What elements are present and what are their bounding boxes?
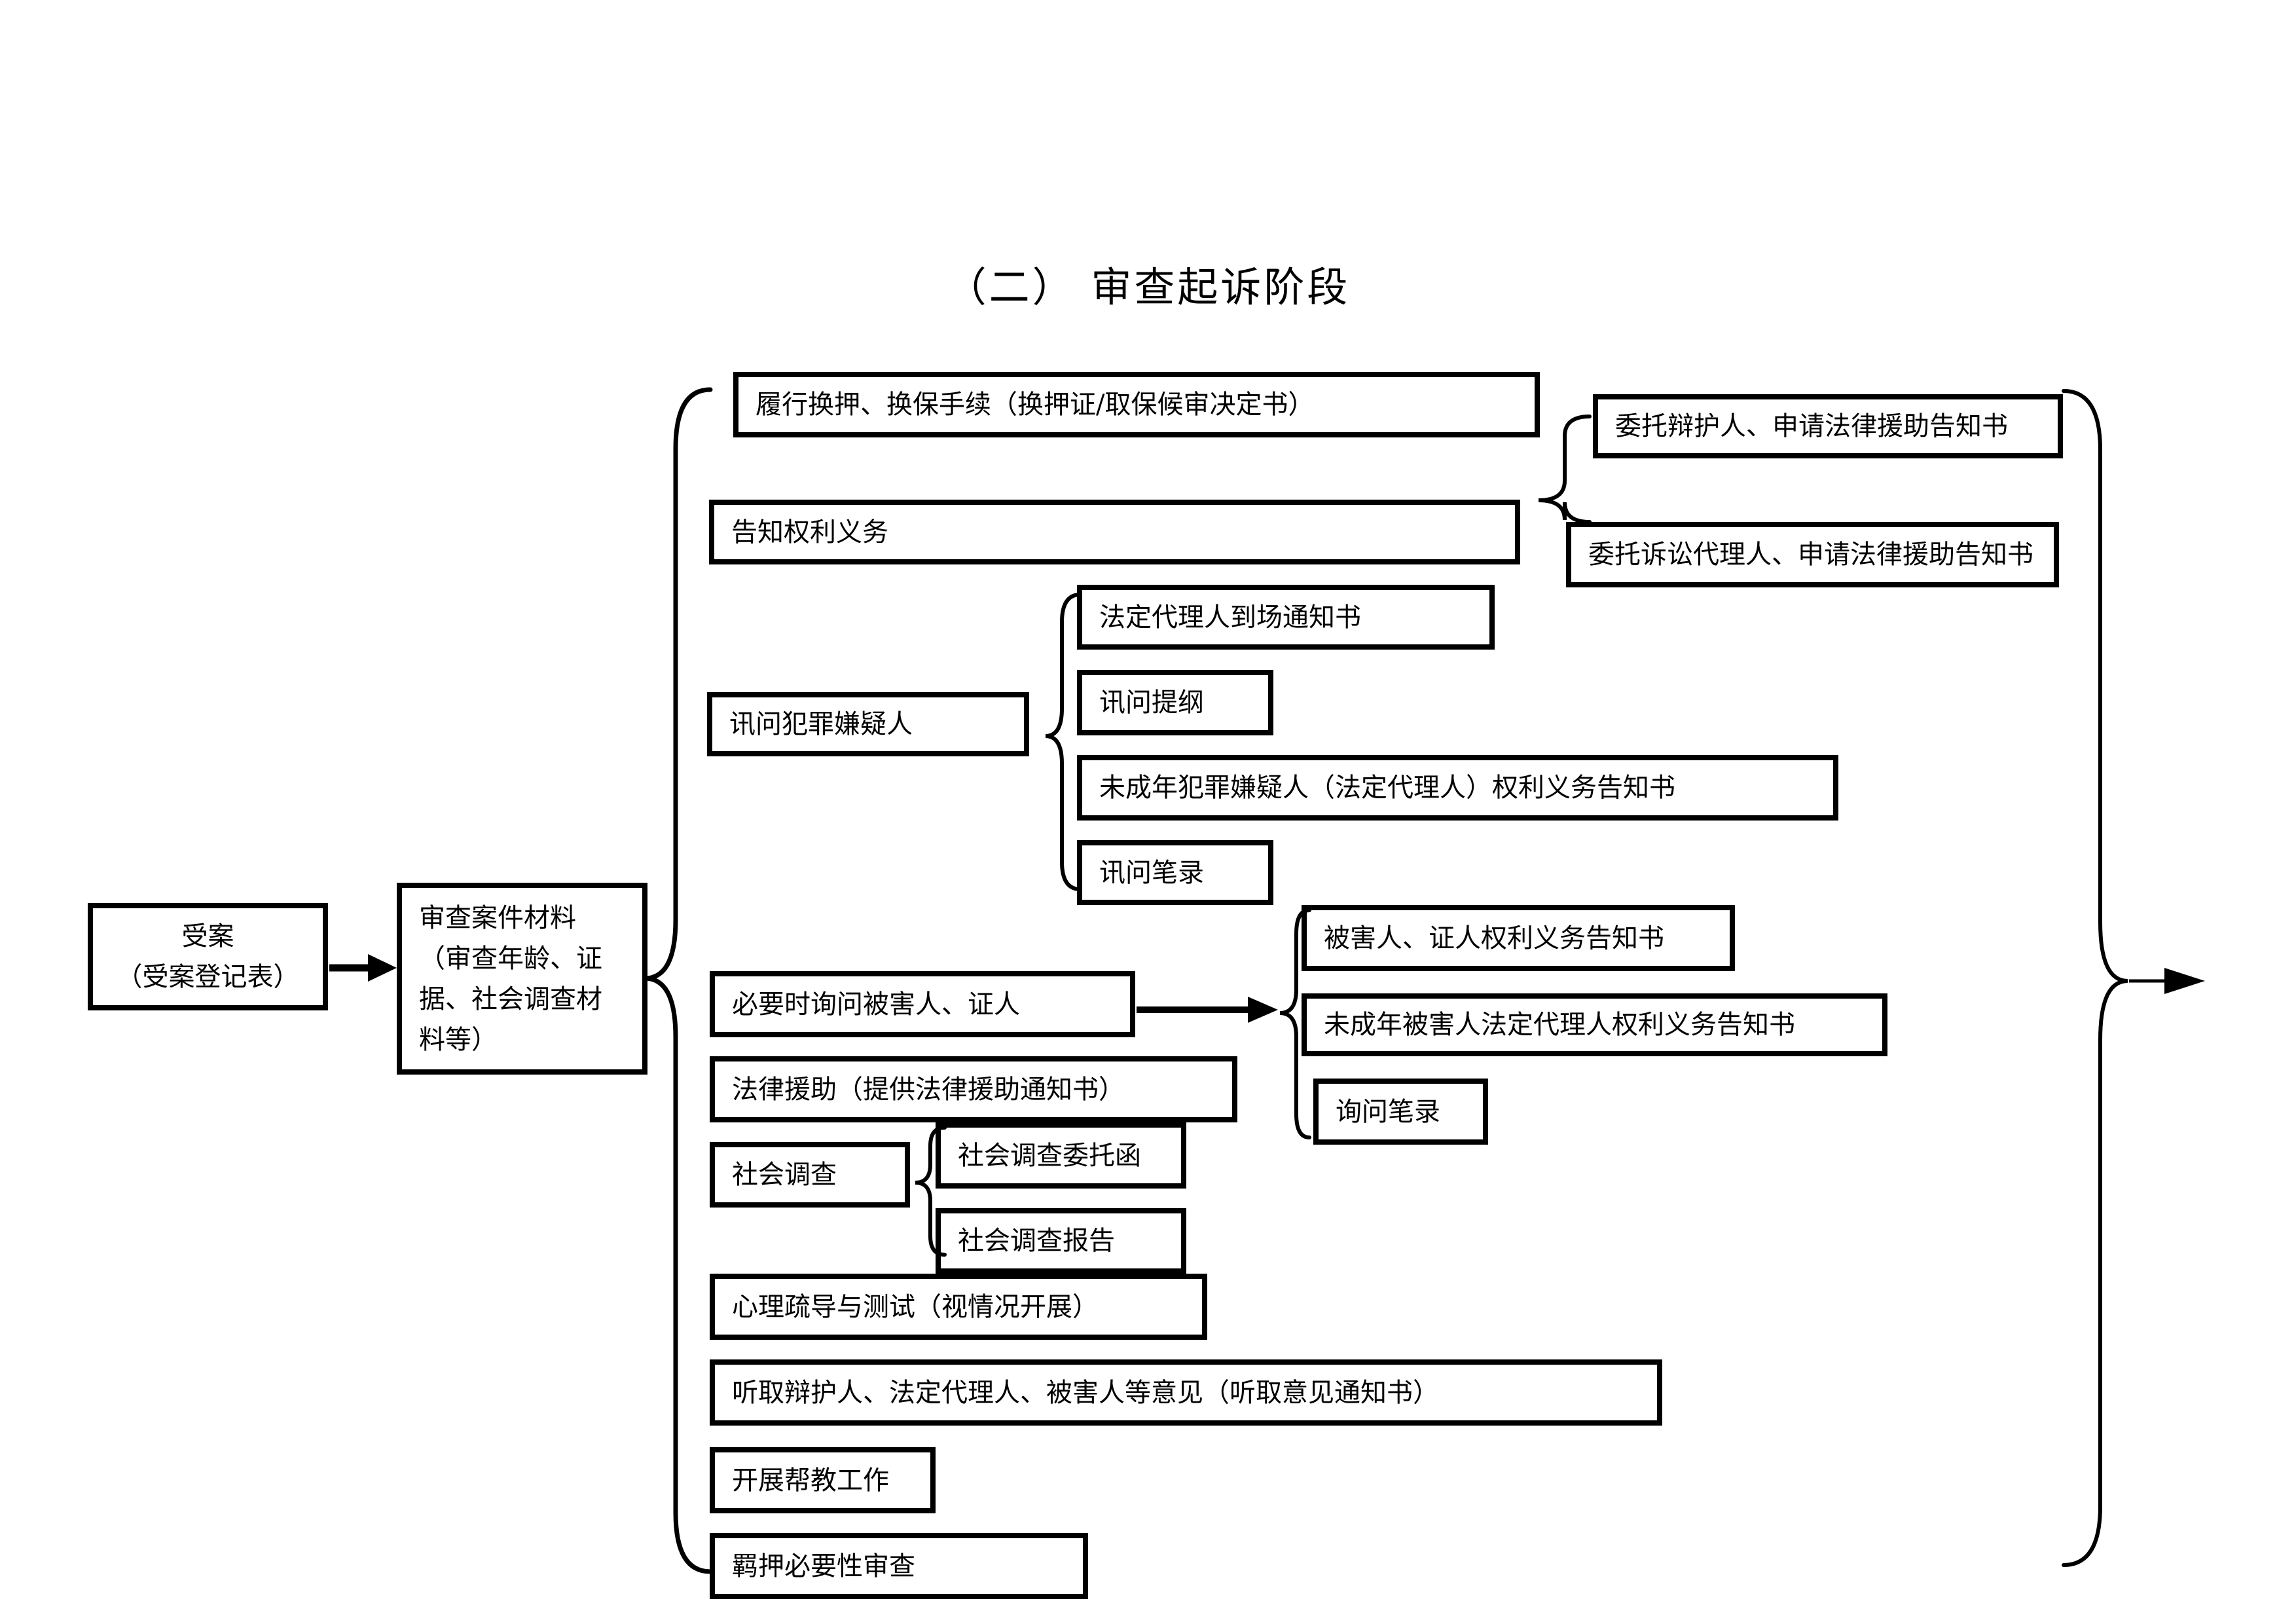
node-psychological-counseling-testing: 心理疏导与测试（视情况开展） bbox=[710, 1274, 1207, 1340]
brace-social-investigation bbox=[915, 1126, 947, 1257]
node-education-assistance-work: 开展帮教工作 bbox=[710, 1447, 936, 1513]
node-entrust-defender-notice: 委托辩护人、申请法律援助告知书 bbox=[1593, 394, 2063, 458]
node-legal-representative-presence-notice: 法定代理人到场通知书 bbox=[1077, 585, 1495, 650]
arrow-question-to-brace bbox=[1137, 997, 1278, 1023]
node-transfer-custody-procedure: 履行换押、换保手续（换押证/取保候审决定书） bbox=[733, 372, 1540, 437]
node-social-investigation-letter: 社会调查委托函 bbox=[936, 1122, 1186, 1189]
node-minor-victim-guardian-rights-notice: 未成年被害人法定代理人权利义务告知书 bbox=[1302, 993, 1887, 1056]
arrow-acceptance-to-review bbox=[329, 954, 397, 982]
node-hear-opinions: 听取辩护人、法定代理人、被害人等意见（听取意见通知书） bbox=[710, 1359, 1662, 1426]
brace-victim-witness bbox=[1279, 908, 1311, 1139]
node-case-acceptance: 受案 （受案登记表） bbox=[88, 903, 328, 1010]
node-entrust-litigation-agent-notice: 委托诉讼代理人、申请法律援助告知书 bbox=[1566, 522, 2059, 587]
node-victim-witness-rights-notice: 被害人、证人权利义务告知书 bbox=[1302, 905, 1735, 971]
node-social-investigation-report: 社会调查报告 bbox=[936, 1208, 1186, 1274]
node-interrogation-record: 讯问笔录 bbox=[1077, 840, 1273, 905]
node-inquiry-record: 询问笔录 bbox=[1313, 1079, 1488, 1145]
node-interrogate-criminal-suspect: 讯问犯罪嫌疑人 bbox=[707, 692, 1029, 756]
node-custody-necessity-review: 羁押必要性审查 bbox=[710, 1533, 1088, 1599]
node-legal-aid: 法律援助（提供法律援助通知书） bbox=[710, 1056, 1237, 1122]
brace-main-left bbox=[644, 387, 713, 1574]
brace-main-right bbox=[2062, 389, 2128, 1567]
node-inform-rights-obligations: 告知权利义务 bbox=[709, 500, 1520, 564]
node-social-investigation: 社会调查 bbox=[710, 1142, 910, 1208]
node-question-victim-witness: 必要时询问被害人、证人 bbox=[710, 971, 1135, 1037]
node-interrogation-outline: 讯问提纲 bbox=[1077, 670, 1273, 735]
page-title: （二） 审查起诉阶段 bbox=[945, 263, 1351, 311]
brace-inform-rights bbox=[1538, 415, 1592, 524]
brace-interrogate-suspect bbox=[1045, 593, 1082, 891]
arrow-stage-output bbox=[2129, 968, 2205, 994]
node-review-case-materials: 审查案件材料 （审查年龄、证 据、社会调查材 料等） bbox=[397, 883, 647, 1075]
node-minor-suspect-rights-notice: 未成年犯罪嫌疑人（法定代理人）权利义务告知书 bbox=[1077, 755, 1838, 821]
